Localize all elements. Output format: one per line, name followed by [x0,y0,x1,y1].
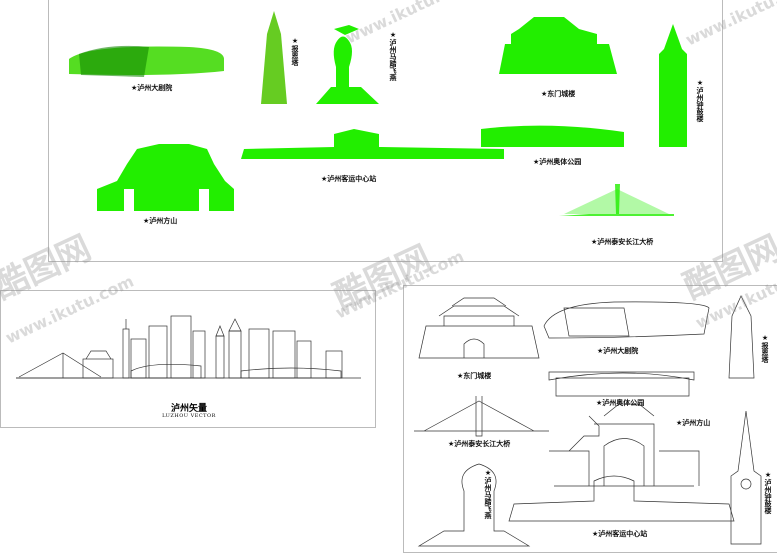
station-shape [241,129,504,159]
label-theatre: ★泸州大剧院 [131,84,173,92]
green-silhouettes [69,11,687,216]
label-fangshan: ★泸州方山 [143,217,178,225]
label-clock-outline: ★泸州钟鼓楼 [764,471,772,514]
fangshan-outline [549,403,700,487]
horse-monument-outline [417,463,531,547]
station-outline [508,475,735,522]
east-gate-shape [499,17,617,74]
poster-subtitle: LUZHOU VECTOR [162,413,216,419]
skyline-poster-panel: 泸州矢量 LUZHOU VECTOR [0,290,376,428]
label-stadium-outline: ★泸州奥体公园 [596,399,645,407]
label-pagoda: ★报恩塔 [291,37,299,66]
bridge-outline [414,396,549,437]
label-bridge: ★泸州泰安长江大桥 [591,238,654,246]
outline-drawings [414,295,762,547]
fangshan-shape [97,144,234,211]
skyline-drawing [16,315,361,379]
label-stadium: ★泸州奥体公园 [533,158,582,166]
label-gate: ★东门城楼 [541,90,576,98]
pagoda-shape [261,11,287,104]
poster-title: 泸州矢量 [170,404,207,414]
label-theatre-outline: ★泸州大剧院 [597,347,639,355]
label-horse-outline: ★泸州马踏飞燕 [484,469,492,519]
label-station-outline: ★泸州客运中心站 [592,530,648,538]
clock-tower-shape [659,24,687,147]
label-bridge-outline: ★泸州泰安长江大桥 [448,440,511,448]
east-gate-outline [418,297,540,359]
stadium-outline [548,371,695,397]
stadium-shape [481,125,624,147]
label-station: ★泸州客运中心站 [321,175,377,183]
green-landmarks-panel: ★泸州大剧院 ★报恩塔 ★泸州马踏飞燕 ★东门城楼 ★泸州钟鼓楼 ★泸州客运中心… [48,0,723,262]
pagoda-outline [728,295,755,379]
clock-tower-outline [730,410,762,545]
label-clock: ★泸州钟鼓楼 [696,79,704,122]
horse-monument-shape [316,36,379,104]
label-fangshan-outline: ★泸州方山 [676,419,711,427]
label-horse: ★泸州马踏飞燕 [389,31,397,81]
bridge-shape [559,184,674,216]
label-pagoda-outline: ★报恩塔 [761,334,769,363]
theatre-outline [543,301,710,339]
outline-landmarks-panel: ★东门城楼 ★泸州大剧院 ★泸州奥体公园 ★泸州泰安长江大桥 ★泸州方山 ★泸州… [403,285,777,553]
label-gate-outline: ★东门城楼 [457,372,492,380]
